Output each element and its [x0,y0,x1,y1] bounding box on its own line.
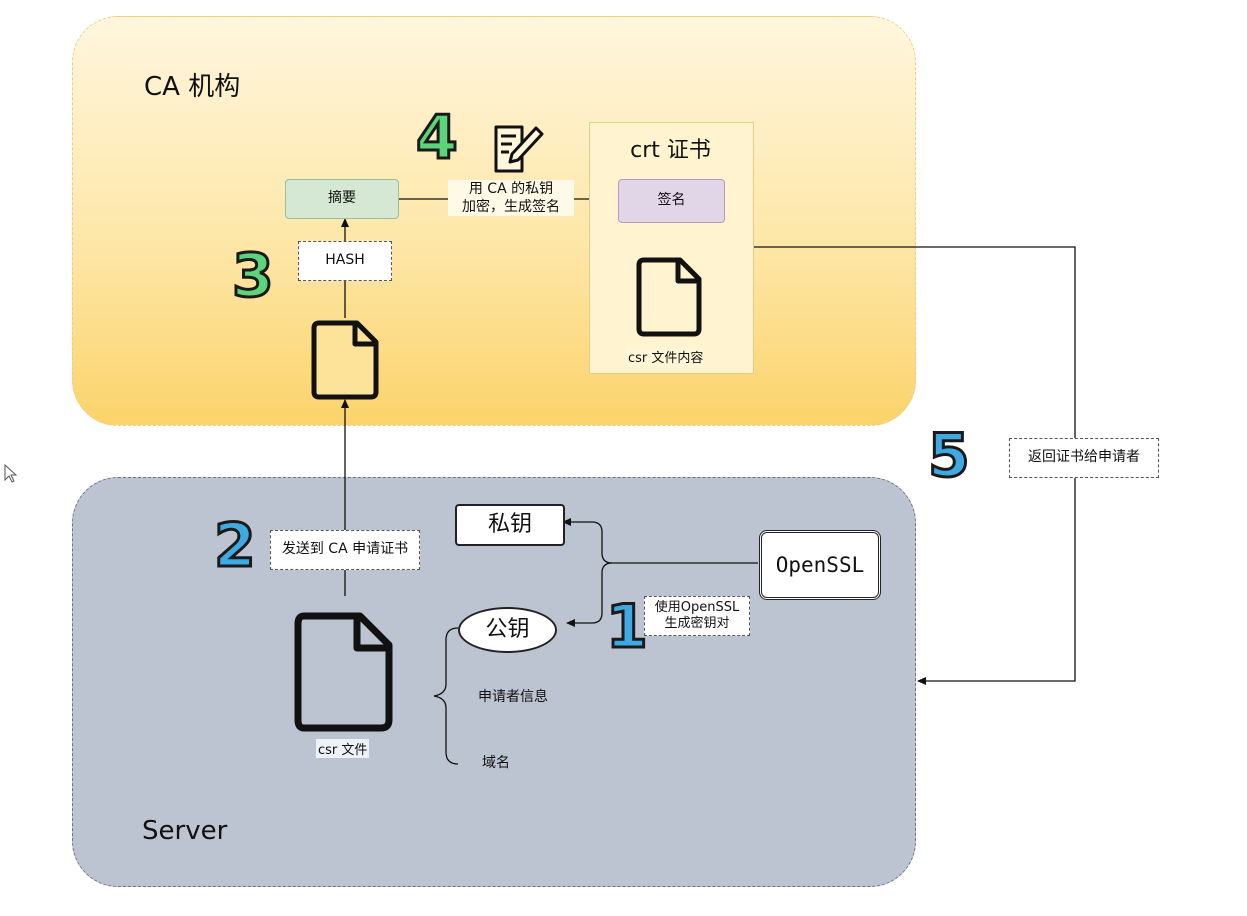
public-key-ellipse: 公钥 [458,607,557,653]
openssl-note-line-1: 使用OpenSSL [654,599,740,615]
mouse-cursor-icon [4,463,18,483]
crt-content-caption: csr 文件内容 [626,347,706,366]
hash-box: HASH [298,241,392,281]
public-key-brace [433,627,459,765]
csr-file-caption: csr 文件 [316,739,370,758]
encrypt-label-line-2: 加密，生成签名 [462,199,560,216]
step-4-number: 4 [415,103,460,173]
digest-box: 摘要 [285,179,399,219]
applicant-info-label: 申请者信息 [478,689,548,705]
document-icon [294,612,393,732]
crt-certificate-title: crt 证书 [630,138,711,163]
signature-box: 签名 [618,179,725,223]
encrypt-label-line-1: 用 CA 的私钥 [468,181,554,197]
document-icon [636,257,702,337]
ca-region [72,16,916,426]
server-region-title: Server [142,816,228,846]
private-key-box: 私钥 [455,504,565,546]
send-to-ca-label: 发送到 CA 申请证书 [270,530,420,570]
openssl-box: OpenSSL [759,530,881,600]
step-1-number: 1 [605,592,650,662]
step-3-number: 3 [231,241,276,311]
step-5-number: 5 [927,421,972,491]
domain-label: 域名 [482,755,510,771]
edit-document-icon [494,125,544,173]
openssl-note-label: 使用OpenSSL 生成密钥对 [644,596,750,636]
ca-region-title: CA 机构 [144,72,241,102]
openssl-note-line-2: 生成密钥对 [664,616,730,631]
step-2-number: 2 [213,511,258,581]
return-certificate-label: 返回证书给申请者 [1009,438,1159,478]
openssl-branch [562,518,758,564]
document-icon [311,320,379,400]
encrypt-label: 用 CA 的私钥 加密，生成签名 [448,180,574,217]
